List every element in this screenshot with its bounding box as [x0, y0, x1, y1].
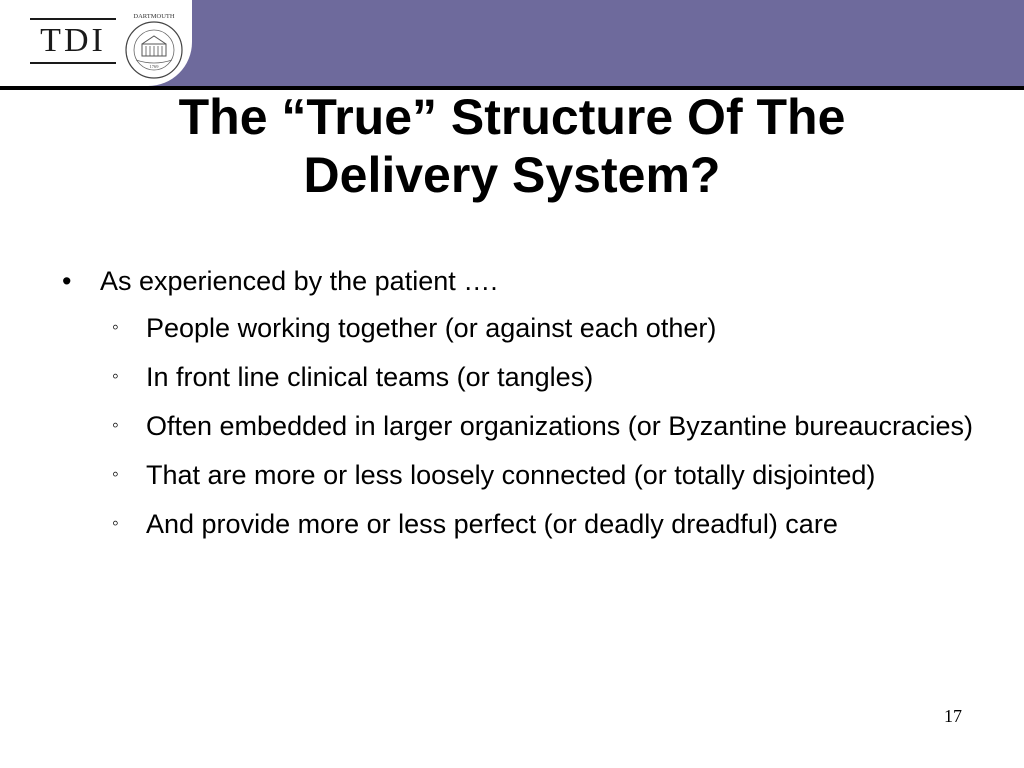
tdi-logo: TDI	[40, 22, 106, 59]
bullet-icon: •	[62, 266, 72, 296]
sub-bullet-icon: ◦	[112, 415, 119, 436]
sub-bullet-icon: ◦	[112, 464, 119, 485]
list-item: • As experienced by the patient ….	[62, 262, 982, 300]
sub-list-item: ◦ And provide more or less perfect (or d…	[106, 505, 982, 543]
bullet-list: • As experienced by the patient …. ◦ Peo…	[62, 262, 982, 554]
slide-title: The “True” Structure Of The Delivery Sys…	[40, 88, 984, 204]
sub-list-item-text: Often embedded in larger organizations (…	[146, 411, 973, 441]
title-line-2: Delivery System?	[303, 147, 721, 203]
sub-list-item-text: People working together (or against each…	[146, 313, 717, 343]
sub-list-item: ◦ That are more or less loosely connecte…	[106, 456, 982, 494]
logo-rule-bottom	[30, 62, 116, 64]
sub-list-item: ◦ Often embedded in larger organizations…	[106, 407, 982, 445]
seal-year: 1769	[150, 64, 160, 69]
title-line-1: The “True” Structure Of The	[178, 89, 846, 145]
sub-bullet-icon: ◦	[112, 366, 119, 387]
logo-rule-top	[30, 18, 116, 20]
sub-bullet-icon: ◦	[112, 317, 119, 338]
page-number: 17	[944, 706, 962, 726]
sub-list-item-text: That are more or less loosely connected …	[146, 460, 876, 490]
sub-bullet-icon: ◦	[112, 513, 119, 534]
sub-list-item-text: And provide more or less perfect (or dea…	[146, 509, 838, 539]
logo-panel: TDI DARTMOUTH 1769	[0, 0, 192, 86]
sub-list-item: ◦ People working together (or against ea…	[106, 309, 982, 347]
list-item-text: As experienced by the patient ….	[100, 266, 498, 296]
sub-bullet-list: ◦ People working together (or against ea…	[106, 309, 982, 543]
sub-list-item-text: In front line clinical teams (or tangles…	[146, 362, 594, 392]
header-divider	[0, 86, 1024, 90]
seal-top-text: DARTMOUTH	[133, 13, 174, 20]
sub-list-item: ◦ In front line clinical teams (or tangl…	[106, 358, 982, 396]
dartmouth-seal-icon: DARTMOUTH 1769	[125, 13, 183, 79]
